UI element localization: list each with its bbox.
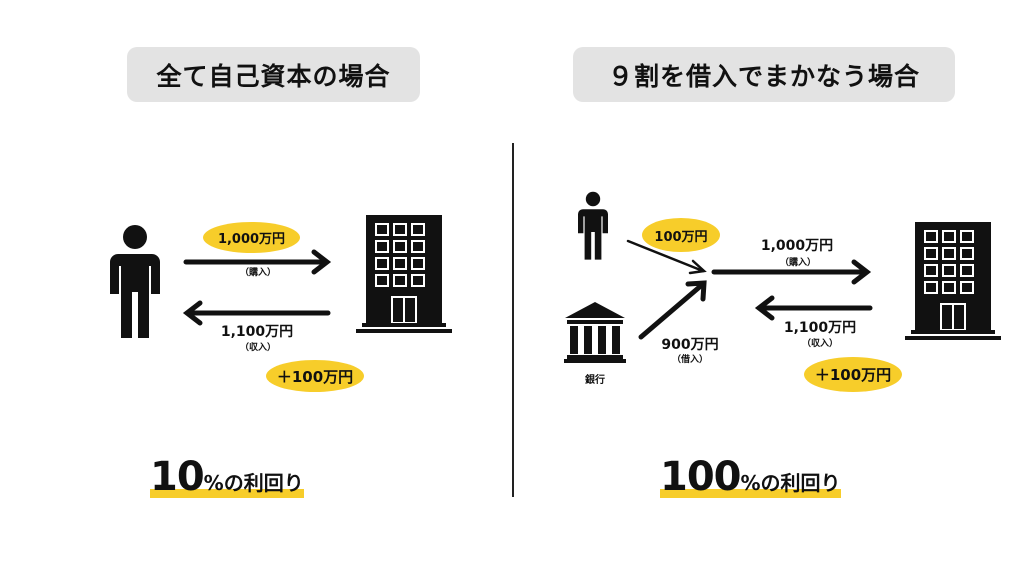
yield-suffix-right: %の利回り	[740, 471, 841, 495]
purchase-note: （購入）	[239, 268, 277, 278]
income-note-right: （収入）	[801, 339, 839, 349]
purchase-amount-badge: 1,000万円	[203, 222, 300, 253]
purchase-amount-right: 1,000万円	[760, 238, 834, 254]
building-icon	[355, 214, 453, 334]
left-yield: 10%の利回り	[150, 454, 304, 500]
bank-label: 銀行	[585, 375, 605, 386]
profit-badge: ＋100万円	[266, 360, 364, 392]
building-icon-right	[904, 221, 1002, 341]
right-yield: 100%の利回り	[660, 454, 841, 500]
purchase-arrow-right	[711, 259, 872, 285]
income-arrow-right	[754, 295, 873, 321]
income-note: （収入）	[239, 343, 277, 353]
income-amount: 1,100万円	[220, 324, 294, 340]
loan-arrow	[638, 280, 707, 340]
income-amount-right: 1,100万円	[783, 320, 857, 336]
income-arrow	[182, 300, 331, 326]
yield-suffix: %の利回り	[203, 471, 304, 495]
person-icon	[110, 225, 160, 338]
own-funds-badge: 100万円	[642, 218, 720, 252]
yield-value: 10	[150, 454, 205, 500]
yield-value-right: 100	[660, 454, 741, 500]
divider	[512, 143, 514, 497]
person-icon-right	[578, 191, 608, 260]
purchase-note-right: （購入）	[779, 258, 817, 268]
bank-icon	[564, 302, 626, 363]
left-title: 全て自己資本の場合	[127, 47, 420, 102]
right-title: ９割を借入でまかなう場合	[573, 47, 955, 102]
profit-badge-right: ＋100万円	[804, 357, 902, 392]
own-funds-arrow	[626, 239, 707, 275]
loan-amount: 900万円	[661, 337, 719, 353]
loan-note: （借入）	[671, 355, 709, 365]
purchase-arrow	[183, 249, 332, 275]
